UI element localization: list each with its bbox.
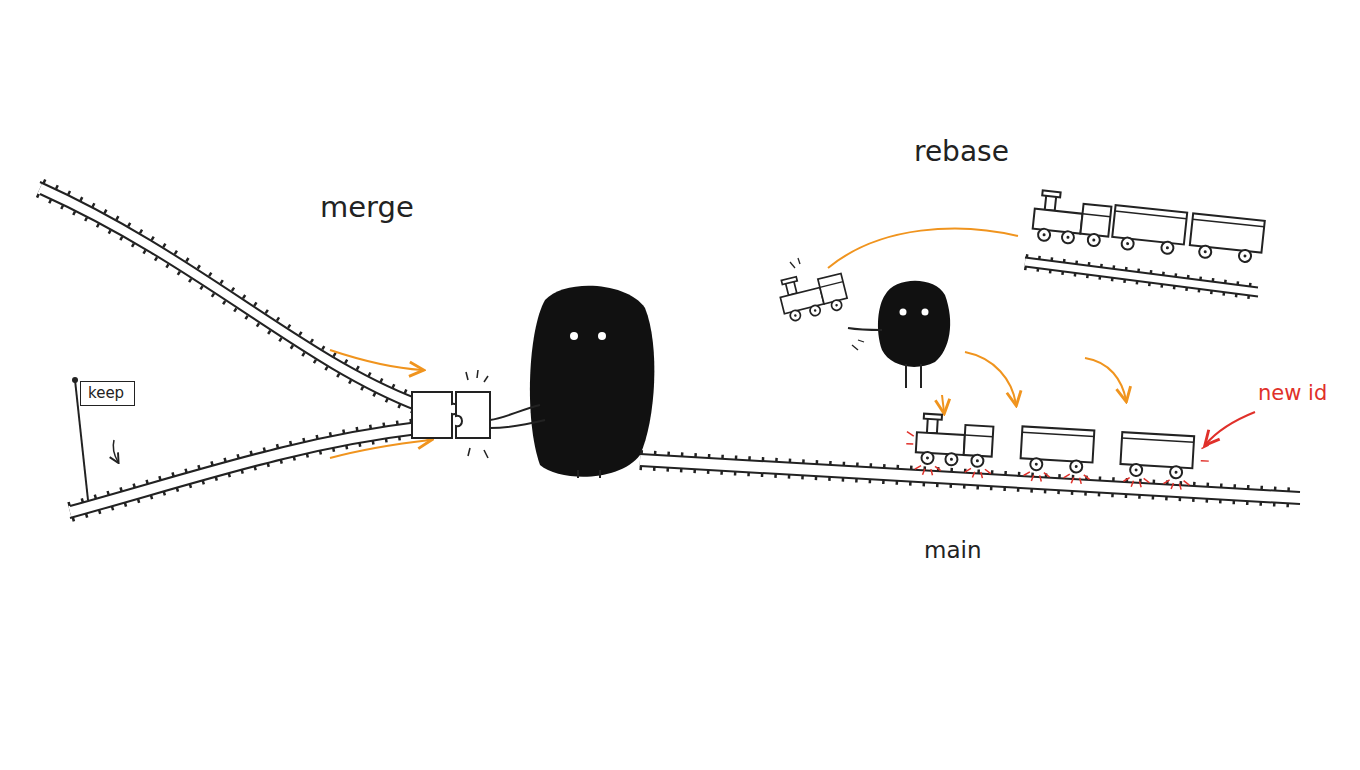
rail-track bbox=[640, 454, 1300, 504]
rail-track bbox=[40, 182, 418, 411]
click-marks bbox=[466, 370, 488, 458]
section-title: rebase bbox=[914, 137, 1009, 168]
leader-arrow bbox=[1206, 412, 1255, 444]
node-text: keep bbox=[88, 385, 127, 402]
puzzle-piece bbox=[412, 392, 490, 438]
train bbox=[1032, 190, 1266, 264]
train-engine bbox=[776, 266, 849, 323]
move-arrow bbox=[828, 229, 1018, 268]
flag-box: keep bbox=[80, 381, 135, 406]
track-name: main bbox=[924, 538, 981, 563]
rail-track bbox=[70, 422, 418, 518]
blob-character bbox=[848, 281, 950, 388]
blob-character bbox=[490, 286, 654, 478]
section-title: merge bbox=[320, 192, 414, 224]
train bbox=[905, 413, 1211, 491]
flow-arrow bbox=[942, 352, 1126, 412]
motion-marks bbox=[790, 258, 864, 350]
annotation: new id bbox=[1258, 382, 1327, 405]
rail-track bbox=[1025, 258, 1258, 297]
